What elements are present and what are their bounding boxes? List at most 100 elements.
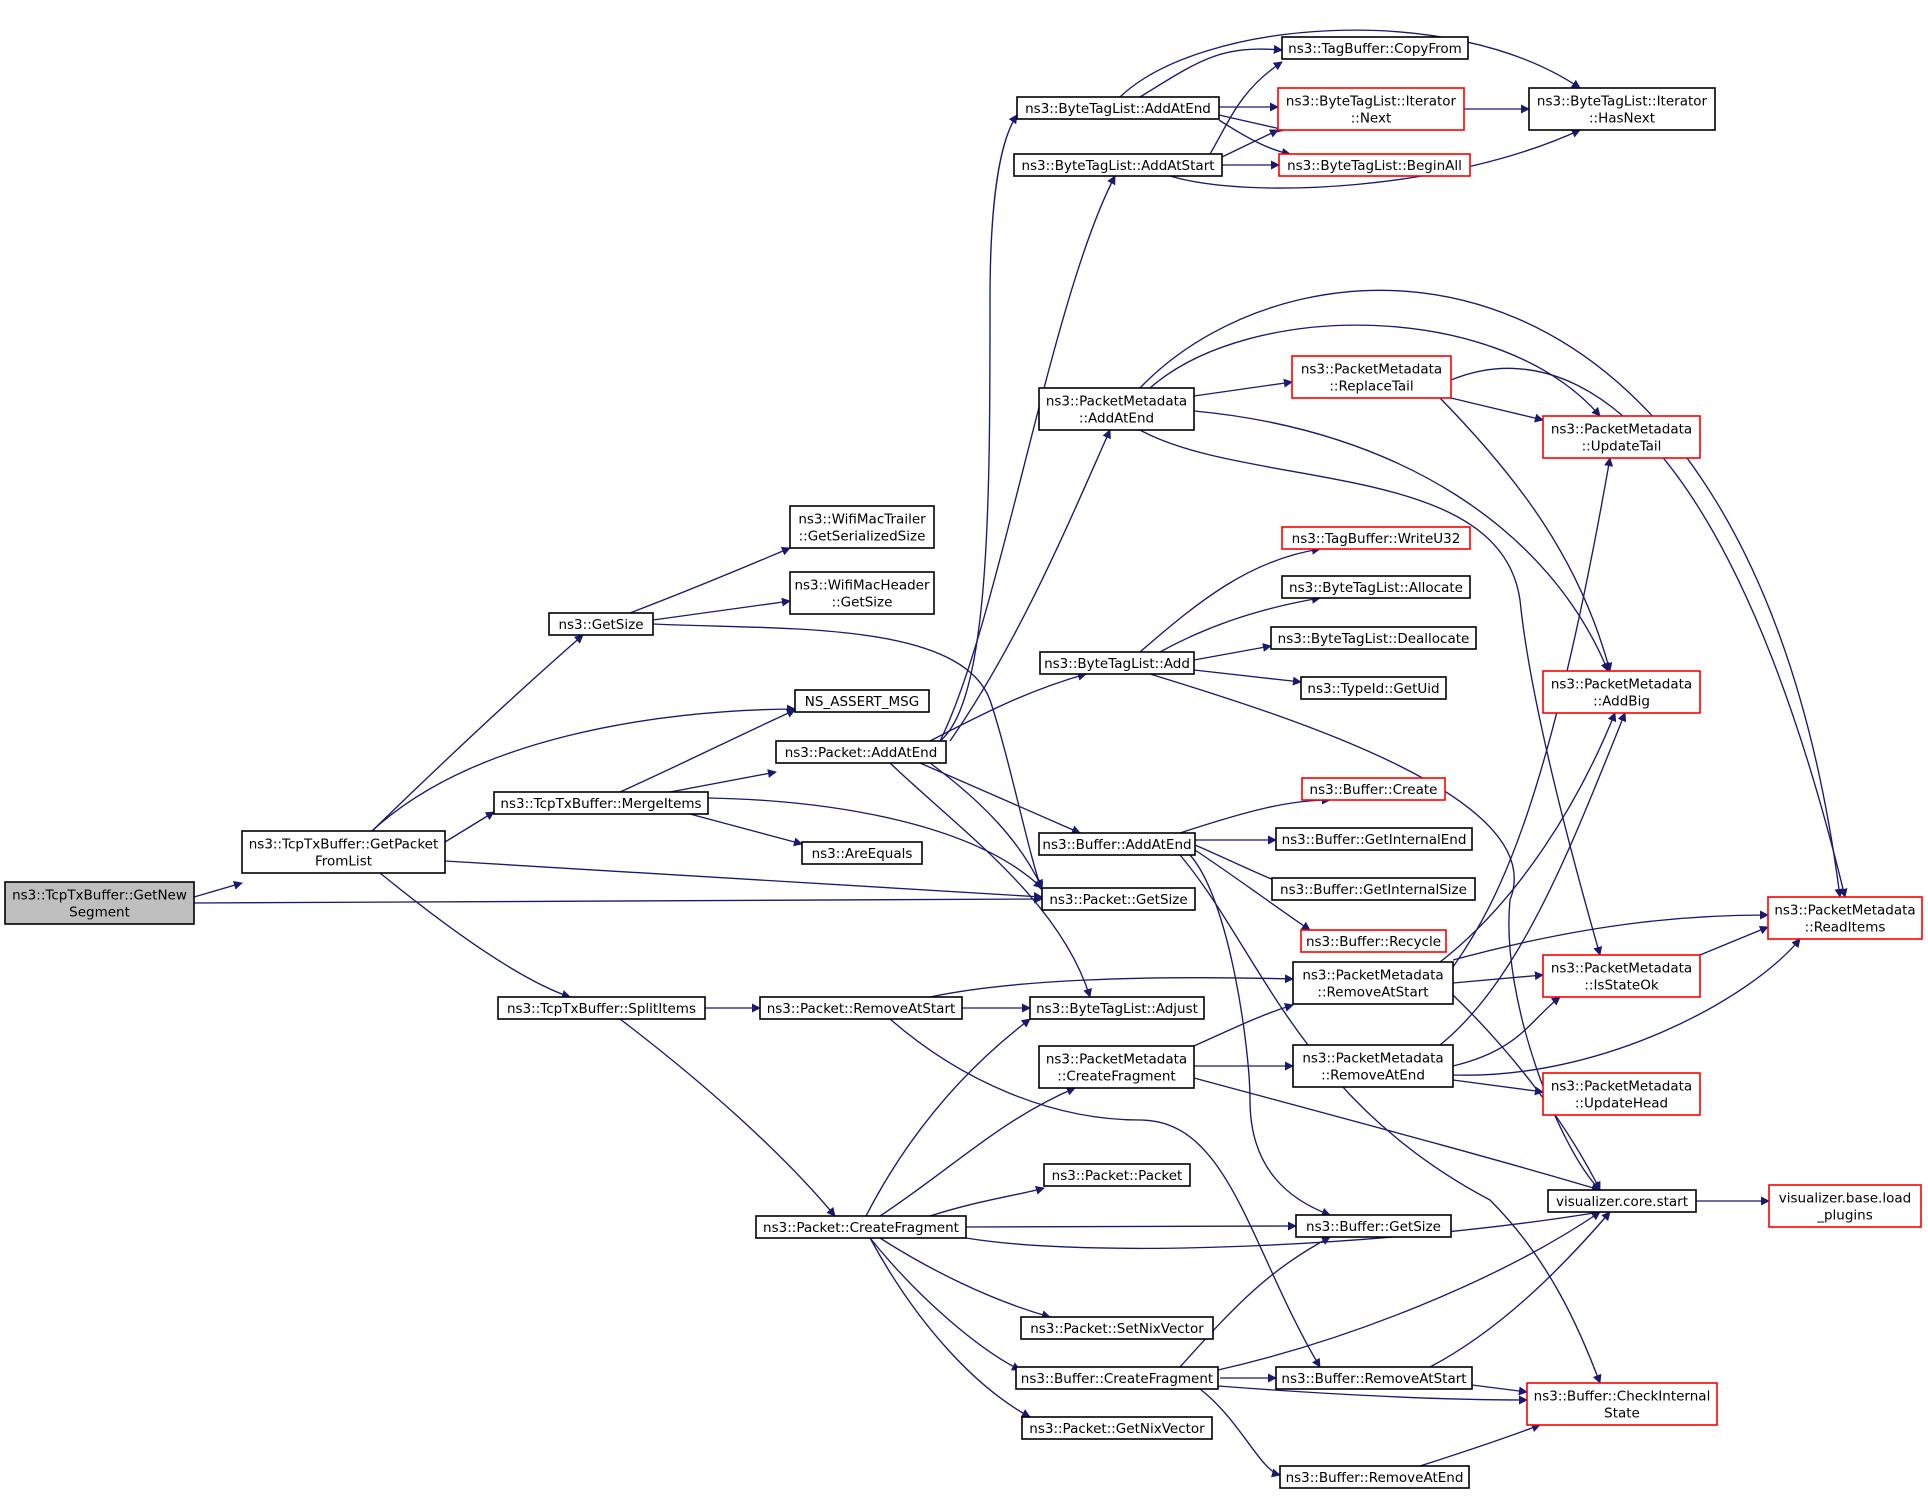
node-box (1300, 929, 1447, 953)
node-typeid-getuid[interactable]: ns3::TypeId::GetUid (1300, 676, 1447, 700)
node-box (789, 505, 935, 549)
node-pm-replacetail[interactable]: ns3::PacketMetadata::ReplaceTail (1291, 355, 1452, 399)
node-label: ns3::PacketMetadata (1551, 1079, 1692, 1095)
call-edge (1452, 910, 1769, 961)
node-packet-createfragment[interactable]: ns3::Packet::CreateFragment (755, 1215, 967, 1239)
node-pm-addbig[interactable]: ns3::PacketMetadata::AddBig (1542, 670, 1701, 714)
node-btl-allocate[interactable]: ns3::ByteTagList::Allocate (1281, 575, 1471, 599)
node-box (1547, 1189, 1697, 1213)
node-tagbuffer-copyfrom[interactable]: ns3::TagBuffer::CopyFrom (1281, 36, 1469, 60)
node-buffer-createfragment[interactable]: ns3::Buffer::CreateFragment (1015, 1366, 1219, 1390)
call-edge (1452, 938, 1801, 1076)
node-box (775, 740, 947, 764)
node-box (755, 1215, 967, 1239)
node-packet-removeatstart[interactable]: ns3::Packet::RemoveAtStart (759, 996, 963, 1020)
node-label: ::Next (1351, 111, 1392, 127)
call-edge (1218, 114, 1286, 133)
node-box (1021, 1416, 1213, 1440)
node-box (1300, 676, 1447, 700)
node-label: ns3::TagBuffer::WriteU32 (1292, 531, 1461, 547)
node-buffer-removeatstart[interactable]: ns3::Buffer::RemoveAtStart (1275, 1366, 1473, 1390)
call-edge (707, 797, 1043, 889)
node-packet-addatend[interactable]: ns3::Packet::AddAtEnd (775, 740, 947, 764)
call-edge (1439, 712, 1617, 963)
node-box (1020, 1316, 1214, 1340)
node-wifimacheader[interactable]: ns3::WifiMacHeader::GetSize (789, 571, 935, 615)
node-tagbuffer-writeu32[interactable]: ns3::TagBuffer::WriteU32 (1281, 526, 1471, 550)
call-edge (1139, 44, 1283, 98)
call-edge (1217, 1385, 1528, 1405)
node-label: ::RemoveAtEnd (1321, 1068, 1425, 1084)
node-label: ::UpdateHead (1575, 1096, 1668, 1112)
node-buffer-getinternalend[interactable]: ns3::Buffer::GetInternalEnd (1275, 827, 1473, 851)
call-edge (1139, 429, 1603, 956)
node-btl-addatstart[interactable]: ns3::ByteTagList::AddAtStart (1013, 153, 1223, 177)
node-pm-addatend[interactable]: ns3::PacketMetadata::AddAtEnd (1038, 387, 1195, 431)
node-buffer-create[interactable]: ns3::Buffer::Create (1301, 777, 1446, 801)
node-packet-getsize[interactable]: ns3::Packet::GetSize (1041, 887, 1196, 911)
node-wifimactrailer[interactable]: ns3::WifiMacTrailer::GetSerializedSize (789, 505, 935, 549)
node-box (1038, 832, 1196, 856)
node-pm-removeatstart[interactable]: ns3::PacketMetadata::RemoveAtStart (1292, 961, 1454, 1005)
call-edge (371, 704, 796, 832)
node-btl-adjust[interactable]: ns3::ByteTagList::Adjust (1029, 996, 1205, 1020)
node-box (1038, 387, 1195, 431)
call-edge (939, 114, 1018, 742)
node-nsassert[interactable]: NS_ASSERT_MSG (794, 689, 930, 713)
node-label: Segment (69, 905, 130, 921)
node-box (1016, 96, 1220, 120)
call-edge (1699, 925, 1769, 956)
node-splititems[interactable]: ns3::TcpTxBuffer::SplitItems (497, 996, 706, 1020)
node-buffer-removeatend[interactable]: ns3::Buffer::RemoveAtEnd (1279, 1465, 1470, 1489)
call-edge (619, 1018, 836, 1217)
call-edge (193, 880, 243, 898)
node-box (1528, 87, 1716, 131)
node-box (4, 881, 195, 925)
call-edge (1193, 669, 1302, 686)
node-btl-iter-next[interactable]: ns3::ByteTagList::Iterator::Next (1277, 87, 1465, 131)
node-label: ::UpdateTail (1582, 439, 1662, 455)
node-buffer-addatend[interactable]: ns3::Buffer::AddAtEnd (1038, 832, 1196, 856)
node-box (1015, 1366, 1219, 1390)
node-packet-setnixvector[interactable]: ns3::Packet::SetNixVector (1020, 1316, 1214, 1340)
node-label: ::AddAtEnd (1079, 411, 1154, 427)
node-pm-isstateok[interactable]: ns3::PacketMetadata::IsStateOk (1542, 954, 1701, 998)
node-pm-updatetail[interactable]: ns3::PacketMetadata::UpdateTail (1542, 415, 1701, 459)
node-label: ns3::ByteTagList::Iterator (1286, 94, 1457, 110)
node-pm-readitems[interactable]: ns3::PacketMetadata::ReadItems (1767, 896, 1923, 940)
node-viz-base-loadplugins[interactable]: visualizer.base.load_plugins (1768, 1184, 1922, 1228)
node-getsize[interactable]: ns3::GetSize (548, 612, 654, 636)
node-packet-getnixvector[interactable]: ns3::Packet::GetNixVector (1021, 1416, 1213, 1440)
call-edge (1189, 854, 1331, 1217)
call-edge (193, 894, 1043, 904)
node-btl-add[interactable]: ns3::ByteTagList::Add (1039, 651, 1195, 675)
node-box (1768, 1184, 1922, 1228)
node-btl-beginall[interactable]: ns3::ByteTagList::BeginAll (1278, 153, 1471, 177)
call-edge (965, 1208, 1601, 1250)
call-edge (1221, 129, 1279, 158)
node-label: ns3::TcpTxBuffer::MergeItems (500, 796, 701, 812)
node-label: ns3::ByteTagList::Allocate (1289, 580, 1463, 596)
call-edge (1179, 1236, 1331, 1368)
node-packet-packet[interactable]: ns3::Packet::Packet (1043, 1163, 1191, 1187)
node-label: ns3::ByteTagList::Iterator (1537, 94, 1708, 110)
node-viz-core-start[interactable]: visualizer.core.start (1547, 1189, 1697, 1213)
node-label: ns3::TagBuffer::CopyFrom (1288, 41, 1462, 57)
node-buffer-recycle[interactable]: ns3::Buffer::Recycle (1300, 929, 1447, 953)
node-buffer-getsize[interactable]: ns3::Buffer::GetSize (1295, 1214, 1452, 1238)
node-btl-addatend[interactable]: ns3::ByteTagList::AddAtEnd (1016, 96, 1220, 120)
node-areequals[interactable]: ns3::AreEquals (801, 841, 923, 865)
node-label: ns3::PacketMetadata (1301, 362, 1442, 378)
node-btl-deallocate[interactable]: ns3::ByteTagList::Deallocate (1270, 626, 1477, 650)
node-pm-updatehead[interactable]: ns3::PacketMetadata::UpdateHead (1542, 1072, 1701, 1116)
node-btl-iter-hasnext[interactable]: ns3::ByteTagList::Iterator::HasNext (1528, 87, 1716, 131)
node-pm-createfragment[interactable]: ns3::PacketMetadata::CreateFragment (1038, 1045, 1195, 1089)
node-buffer-getinternalsize[interactable]: ns3::Buffer::GetInternalSize (1271, 877, 1476, 901)
node-mergeitems[interactable]: ns3::TcpTxBuffer::MergeItems (493, 791, 709, 815)
node-label: ns3::GetSize (558, 617, 643, 633)
node-box (1281, 526, 1471, 550)
node-pm-removeatend[interactable]: ns3::PacketMetadata::RemoveAtEnd (1292, 1044, 1454, 1088)
